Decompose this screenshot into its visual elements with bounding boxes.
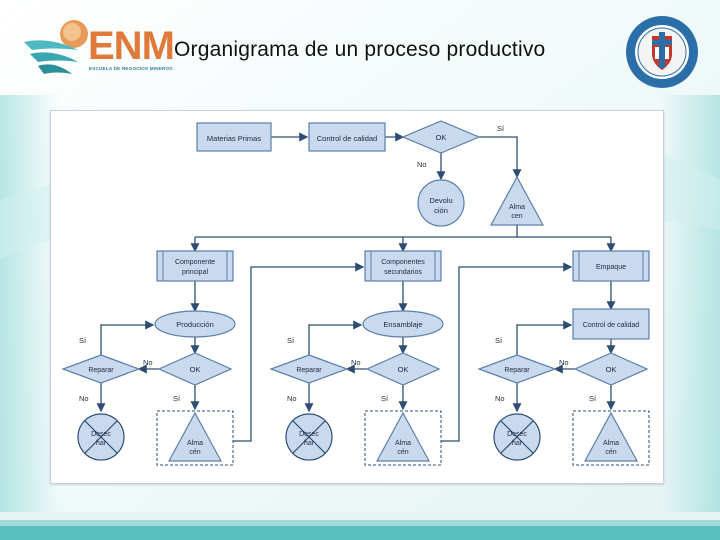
desechar-label-2a: Desec [299, 431, 319, 438]
process-flowchart: Materias Primas Control de calidad OK Sí… [50, 110, 664, 484]
materias-primas-box [196, 122, 272, 152]
componente-principal-box [156, 250, 234, 282]
si-label-1a: Sí [79, 336, 87, 345]
devolucion-label-2: ción [434, 206, 448, 215]
almacen-label-2a: Alma [395, 440, 411, 447]
ok-top-diamond [401, 120, 481, 154]
si-top-label: Sí [497, 124, 505, 133]
materias-primas-label: Materias Primas [207, 134, 261, 143]
slide-title: Organigrama de un proceso productivo [174, 38, 546, 61]
reparar-diamond-3 [477, 354, 557, 384]
ok-top-label: OK [436, 133, 447, 142]
no-top-label: No [417, 160, 427, 169]
enm-logo-subtitle: ESCUELA DE NEGOCIOS MINEROS [89, 66, 173, 71]
enm-logo-text: ENM [88, 24, 175, 68]
desechar-label-1b: har [96, 440, 107, 447]
empaque-box [572, 250, 650, 282]
almacen-label-1a: Alma [187, 440, 203, 447]
almacen-label-3a: Alma [603, 440, 619, 447]
almacen-frame-2 [364, 410, 442, 466]
ensamblaje-label: Ensamblaje [383, 320, 422, 329]
ok-diamond-3 [573, 352, 649, 386]
almacen-triangle-3 [583, 411, 639, 462]
ok-diamond-2 [365, 352, 441, 386]
ok-label-1: OK [190, 365, 201, 374]
almacen-frame-3 [572, 410, 650, 466]
componentes-secundarios-box [364, 250, 442, 282]
ensamblaje-ellipse [362, 310, 444, 338]
si-label-1b: Sí [173, 394, 181, 403]
reparar-label-1: Reparar [88, 367, 114, 374]
desechar-label-1a: Desec [91, 431, 111, 438]
reparar-diamond-2 [269, 354, 349, 384]
componentes-secundarios-label-1: Componentes [381, 259, 425, 266]
footer-band [0, 512, 720, 540]
almacen-top-label-1: Alma [509, 204, 525, 211]
si-label-3b: Sí [589, 394, 597, 403]
componente-principal-label-2: principal [182, 269, 209, 276]
componente-principal-label-1: Componente [175, 259, 215, 266]
almacen-triangle-1 [167, 411, 223, 462]
produccion-label: Producción [176, 320, 214, 329]
ok-diamond-1 [157, 352, 233, 386]
control-calidad-top-label: Control de calidad [317, 134, 377, 143]
almacen-frame-1 [156, 410, 234, 466]
ok-label-2: OK [398, 365, 409, 374]
enm-logo-graphic [24, 20, 88, 74]
reparar-diamond-1 [61, 354, 141, 384]
almacen-top-label-2: cen [511, 213, 522, 220]
almacen-label-3b: cén [605, 449, 616, 456]
no-label-3a: No [559, 358, 569, 367]
no-label-1a: No [143, 358, 153, 367]
almacen-label-2b: cén [397, 449, 408, 456]
desechar-label-3b: har [512, 440, 523, 447]
desechar-label-3a: Desec [507, 431, 527, 438]
no-label-3b: No [495, 394, 505, 403]
control-calidad-right-box [572, 308, 650, 340]
reparar-label-3: Reparar [504, 367, 530, 374]
control-calidad-top-box [308, 122, 386, 152]
no-label-2a: No [351, 358, 361, 367]
almacen-label-1b: cén [189, 449, 200, 456]
ok-label-3: OK [606, 365, 617, 374]
university-seal [626, 16, 698, 88]
control-calidad-right-label: Control de calidad [583, 322, 640, 329]
si-label-3a: Sí [495, 336, 503, 345]
devolucion-circle [417, 179, 465, 227]
produccion-ellipse [154, 310, 236, 338]
almacen-triangle-2 [375, 411, 431, 462]
reparar-label-2: Reparar [296, 367, 322, 374]
componentes-secundarios-label-2: secundarios [384, 269, 422, 276]
no-label-1b: No [79, 394, 89, 403]
devolucion-label-1: Devolu [429, 196, 452, 205]
no-label-2b: No [287, 394, 297, 403]
desechar-label-2b: har [304, 440, 315, 447]
almacen-top-triangle [489, 175, 545, 226]
si-label-2a: Sí [287, 336, 295, 345]
empaque-label: Empaque [596, 264, 626, 271]
flowchart-canvas: Materias Primas Control de calidad OK Sí… [61, 120, 650, 466]
si-label-2b: Sí [381, 394, 389, 403]
